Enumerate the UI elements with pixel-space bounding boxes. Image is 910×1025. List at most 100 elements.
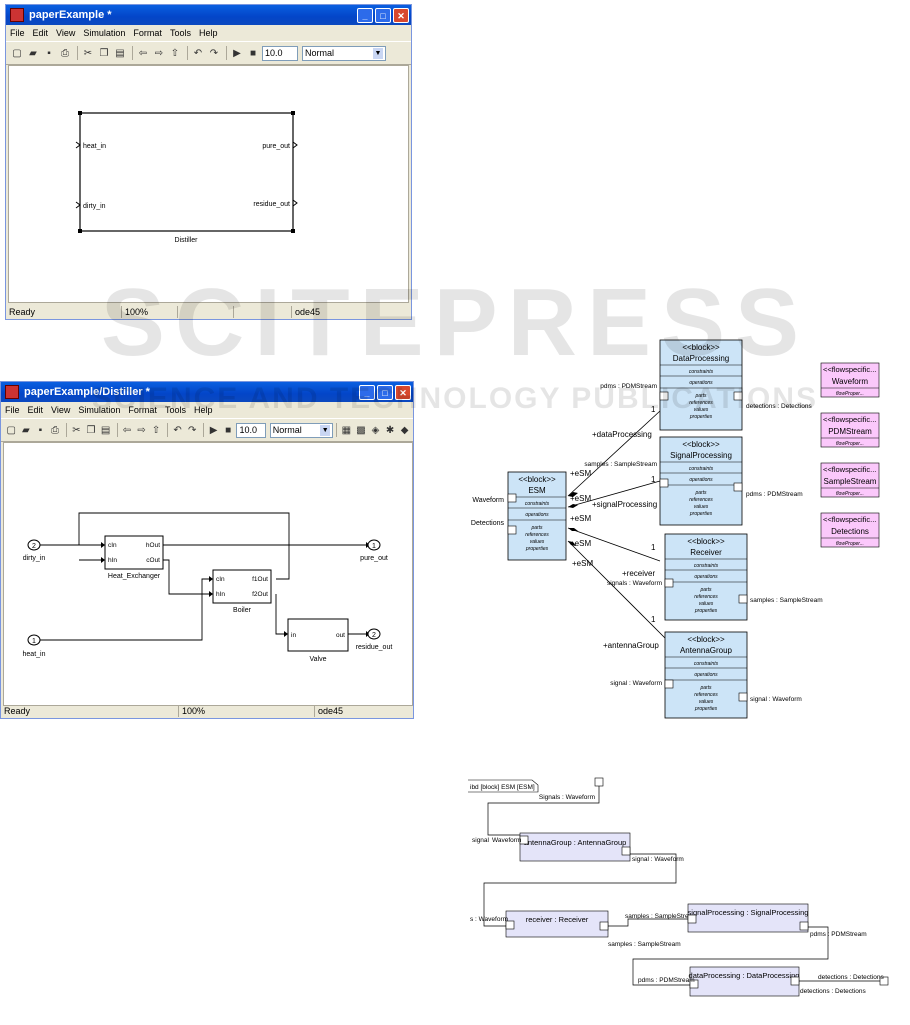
open-icon[interactable]: ▰ <box>21 424 30 436</box>
menu-edit[interactable]: Edit <box>32 28 49 38</box>
esm-block[interactable]: <<block>> ESM constraints operations par… <box>507 471 567 561</box>
assoc-antenna-group[interactable] <box>567 540 667 640</box>
stop-icon[interactable]: ■ <box>225 424 232 436</box>
redo-icon[interactable]: ↷ <box>187 424 197 436</box>
outport-pure-out[interactable] <box>367 539 381 551</box>
save-icon[interactable]: ▪ <box>47 47 51 59</box>
save-icon[interactable]: ▪ <box>38 424 43 436</box>
undo-icon[interactable]: ↶ <box>193 47 203 59</box>
stop-time-input[interactable]: 10.0 <box>262 45 298 61</box>
block-data-processing[interactable]: <<block>> DataProcessing constraints ope… <box>659 339 743 431</box>
undo-icon[interactable]: ↶ <box>173 424 182 436</box>
menu-edit[interactable]: Edit <box>27 405 44 415</box>
line-cout-boiler[interactable] <box>163 559 209 595</box>
flow-port-icon[interactable] <box>599 921 609 931</box>
line-f2out-valve[interactable] <box>275 594 284 635</box>
print-icon[interactable]: ⎙ <box>61 47 69 59</box>
connector[interactable] <box>608 918 688 927</box>
play-icon[interactable]: ▶ <box>209 424 218 436</box>
flow-port-icon[interactable] <box>507 493 517 503</box>
copy-icon[interactable]: ❐ <box>86 424 96 436</box>
flow-port-icon[interactable] <box>659 478 669 488</box>
paste-icon[interactable]: ▤ <box>100 424 111 436</box>
menu-file[interactable]: File <box>5 405 20 415</box>
resize-handle[interactable] <box>78 229 82 233</box>
menu-tools[interactable]: Tools <box>169 28 191 38</box>
menu-format[interactable]: Format <box>133 28 162 38</box>
inport-heat-in[interactable] <box>27 634 41 646</box>
title-bar[interactable]: paperExample * _ □ ✕ <box>6 5 411 25</box>
flow-port-icon[interactable] <box>733 482 743 492</box>
flowspec-waveform[interactable]: <<flowspecific... Waveform flowProper... <box>820 362 880 398</box>
new-icon[interactable]: ▢ <box>12 47 22 59</box>
model-explorer-icon[interactable]: ▩ <box>356 424 366 436</box>
valve-block[interactable] <box>287 618 349 652</box>
outport-residue-out[interactable] <box>367 628 381 640</box>
chevron-down-icon[interactable]: ▼ <box>373 47 383 59</box>
line-f1out-feedback[interactable] <box>78 512 290 580</box>
chevron-down-icon[interactable]: ▼ <box>320 424 331 436</box>
cut-icon[interactable]: ✂ <box>83 47 93 59</box>
close-icon[interactable]: ✕ <box>395 384 411 400</box>
sim-mode-select[interactable]: Normal▼ <box>269 422 334 438</box>
settings-icon[interactable]: ✱ <box>385 424 395 436</box>
connector[interactable] <box>487 786 600 836</box>
distiller-block[interactable] <box>79 112 294 232</box>
resize-handle[interactable] <box>291 111 295 115</box>
maximize-icon[interactable]: □ <box>375 7 391 23</box>
minimize-icon[interactable]: _ <box>359 384 375 400</box>
menu-simulation[interactable]: Simulation <box>83 28 126 38</box>
build-icon[interactable]: ◆ <box>400 424 409 436</box>
part-receiver[interactable]: receiver : Receiver <box>505 910 609 938</box>
part-data-processing[interactable]: dataProcessing : DataProcessing <box>689 966 800 997</box>
block-receiver[interactable]: <<block>> Receiver constraints operation… <box>664 533 748 621</box>
print-icon[interactable]: ⎙ <box>50 424 59 436</box>
forward-icon[interactable]: ⇨ <box>154 47 164 59</box>
flow-port-icon[interactable] <box>505 920 515 930</box>
menu-simulation[interactable]: Simulation <box>78 405 121 415</box>
part-signal-processing[interactable]: signalProcessing : SignalProcessing <box>688 903 809 933</box>
cut-icon[interactable]: ✂ <box>72 424 81 436</box>
menu-view[interactable]: View <box>56 28 76 38</box>
connector[interactable] <box>483 853 677 927</box>
flow-port-icon[interactable] <box>738 692 748 702</box>
forward-icon[interactable]: ⇨ <box>137 424 146 436</box>
boiler-block[interactable] <box>212 569 272 604</box>
back-icon[interactable]: ⇦ <box>122 424 132 436</box>
open-icon[interactable]: ▰ <box>29 47 37 59</box>
flowspec-samplestream[interactable]: <<flowspecific... SampleStream flowPrope… <box>820 462 880 498</box>
stop-time-input[interactable]: 10.0 <box>236 422 266 438</box>
model-canvas[interactable]: 2 dirty_in 1 heat_in 1 pure_out 2 residu… <box>3 442 413 706</box>
boundary-port-icon[interactable] <box>594 777 604 787</box>
boundary-port-icon[interactable] <box>879 976 889 986</box>
flow-port-icon[interactable] <box>519 835 529 845</box>
flow-port-icon[interactable] <box>689 979 699 989</box>
close-icon[interactable]: ✕ <box>393 7 409 23</box>
connector[interactable] <box>632 926 829 986</box>
up-icon[interactable]: ⇧ <box>170 47 180 59</box>
new-icon[interactable]: ▢ <box>6 424 16 436</box>
model-canvas[interactable]: heat_in dirty_in pure_out residue_out Di… <box>8 65 409 303</box>
block-signal-processing[interactable]: <<block>> SignalProcessing constraints o… <box>659 436 743 526</box>
inport-dirty-in[interactable] <box>27 539 41 551</box>
line-heat-in[interactable] <box>39 578 209 641</box>
library-browser-icon[interactable]: ▦ <box>341 424 352 436</box>
menu-file[interactable]: File <box>10 28 25 38</box>
resize-handle[interactable] <box>78 111 82 115</box>
maximize-icon[interactable]: □ <box>377 384 393 400</box>
flowspec-pdmstream[interactable]: <<flowspecific... PDMStream flowProper..… <box>820 412 880 448</box>
flow-port-icon[interactable] <box>664 679 674 689</box>
menu-help[interactable]: Help <box>198 28 218 38</box>
title-bar[interactable]: paperExample/Distiller * _ □ ✕ <box>1 382 413 402</box>
up-icon[interactable]: ⇧ <box>151 424 161 436</box>
menu-format[interactable]: Format <box>128 405 157 415</box>
assoc-data-processing[interactable] <box>567 410 661 497</box>
flow-port-icon[interactable] <box>664 578 674 588</box>
menu-help[interactable]: Help <box>193 405 213 415</box>
assoc-receiver[interactable] <box>567 527 661 562</box>
redo-icon[interactable]: ↷ <box>209 47 219 59</box>
stop-icon[interactable]: ■ <box>249 47 257 59</box>
flow-port-icon[interactable] <box>799 921 809 931</box>
assoc-signal-processing[interactable] <box>567 480 661 508</box>
resize-handle[interactable] <box>291 229 295 233</box>
